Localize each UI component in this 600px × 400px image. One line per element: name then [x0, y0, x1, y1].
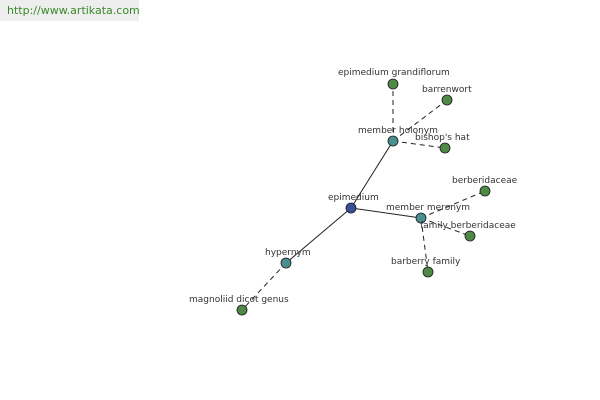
node-label-family-berberidaceae[interactable]: family berberidaceae [420, 221, 516, 231]
node-label-berberidaceae[interactable]: berberidaceae [452, 176, 518, 186]
node-barberry-family[interactable] [422, 266, 434, 278]
edge-hypernym-to-magnoliid-dicot-genus [241, 262, 287, 311]
node-magnoliid-dicot-genus[interactable] [236, 304, 248, 316]
node-label-barrenwort[interactable]: barrenwort [422, 85, 472, 95]
graph-labels: epimedium member holonym member meronym hyp… [189, 68, 518, 305]
graph-nodes [236, 78, 491, 316]
site-url-link[interactable]: http://www.artikata.com [0, 0, 140, 21]
node-bishops-hat[interactable] [439, 142, 451, 154]
node-label-epimedium[interactable]: epimedium [328, 193, 379, 203]
node-member-holonym[interactable] [387, 135, 399, 147]
node-berberidaceae[interactable] [479, 185, 491, 197]
node-member-meronym[interactable] [415, 212, 427, 224]
node-label-member-holonym[interactable]: member holonym [358, 126, 438, 136]
node-label-epimedium-grandiflorum[interactable]: epimedium grandiflorum [338, 68, 450, 78]
node-label-magnoliid-dicot-genus[interactable]: magnoliid dicot genus [189, 295, 289, 305]
node-label-barberry-family[interactable]: barberry family [391, 257, 461, 267]
edge-member-holonym-to-barrenwort [392, 99, 448, 142]
node-epimedium[interactable] [345, 202, 357, 214]
node-barrenwort[interactable] [441, 94, 453, 106]
graph-edges [241, 84, 486, 311]
edge-epimedium-to-hypernym [285, 207, 352, 264]
edge-epimedium-to-member-holonym [350, 140, 394, 209]
edge-member-meronym-to-barberry-family [420, 217, 429, 273]
node-epimedium-grandiflorum[interactable] [387, 78, 399, 90]
edge-member-meronym-to-berberidaceae [420, 190, 486, 219]
node-hypernym[interactable] [280, 257, 292, 269]
node-label-hypernym[interactable]: hypernym [265, 248, 311, 258]
edge-epimedium-to-member-meronym [350, 207, 422, 219]
node-label-member-meronym[interactable]: member meronym [386, 203, 470, 213]
node-label-bishops-hat[interactable]: bishop's hat [415, 133, 470, 143]
node-family-berberidaceae[interactable] [464, 230, 476, 242]
